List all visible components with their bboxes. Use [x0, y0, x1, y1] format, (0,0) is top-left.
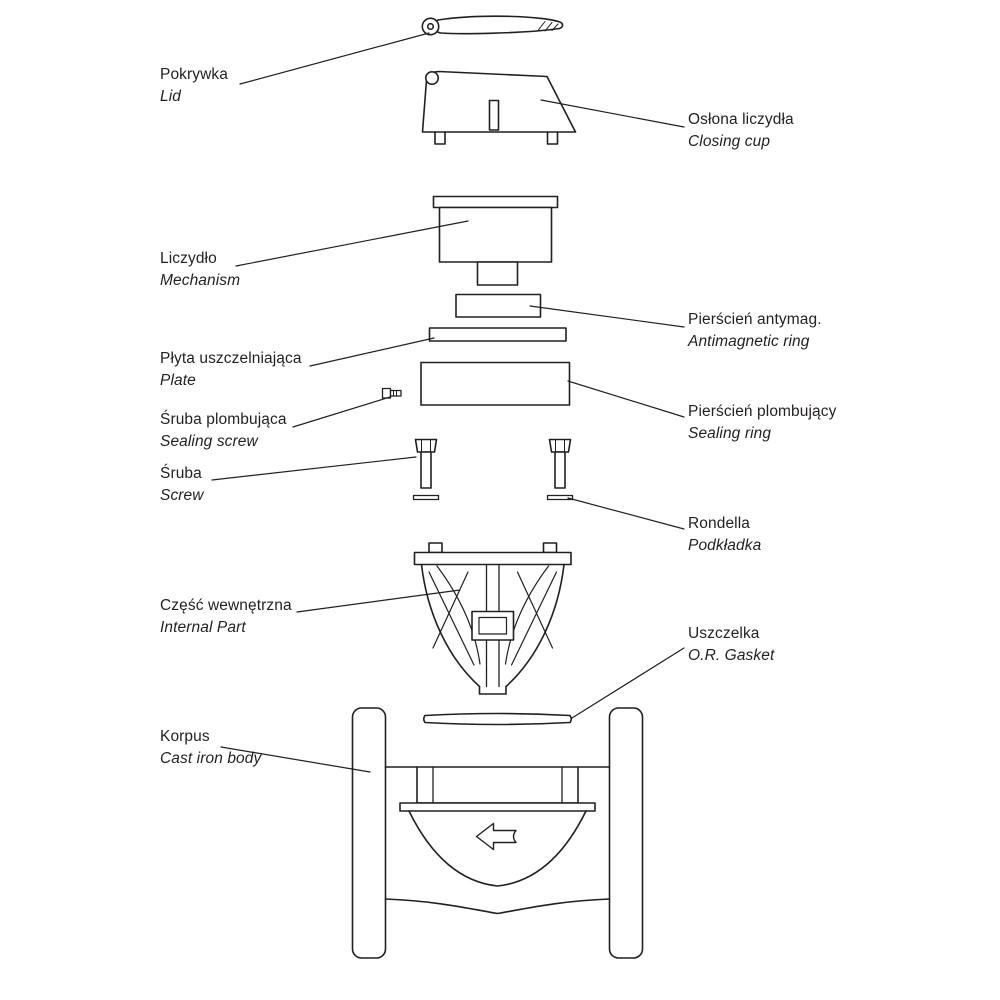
- label-sruba-plombujaca-en: Sealing screw: [160, 433, 258, 450]
- label-plyta-pl: Płyta uszczelniająca: [160, 350, 302, 367]
- label-sruba-plombujaca: Śruba plombująca Sealing screw: [160, 409, 287, 453]
- label-liczydlo-en: Mechanism: [160, 272, 241, 289]
- label-sruba-en: Screw: [160, 487, 204, 504]
- internal-part-icon: [413, 542, 572, 695]
- washer-right-icon: [546, 494, 574, 501]
- leader-lines: [211, 32, 685, 773]
- plate-part-icon: [428, 327, 567, 342]
- label-rondella: Rondella Podkładka: [688, 513, 761, 557]
- label-korpus: Korpus Cast iron body: [160, 726, 261, 770]
- label-sruba-plombujaca-pl: Śruba plombująca: [160, 411, 287, 428]
- label-czesc-wewnetrzna-pl: Część wewnętrzna: [160, 597, 292, 614]
- gasket-part-icon: [422, 712, 573, 726]
- sealing-ring-part-icon: [420, 361, 571, 406]
- label-liczydlo-pl: Liczydło: [160, 250, 217, 267]
- screw-left-icon: [414, 438, 438, 489]
- label-uszczelka-pl: Uszczelka: [688, 625, 760, 642]
- label-antymag-pl: Pierścień antymag.: [688, 311, 822, 328]
- label-uszczelka: Uszczelka O.R. Gasket: [688, 623, 774, 667]
- label-rondella-en: Podkładka: [688, 537, 762, 554]
- label-antymag-en: Antimagnetic ring: [688, 333, 810, 350]
- label-oslona-pl: Osłona liczydła: [688, 111, 794, 128]
- label-korpus-en: Cast iron body: [160, 750, 262, 767]
- label-plyta: Płyta uszczelniająca Plate: [160, 348, 302, 392]
- label-pokrywka-en: Lid: [160, 88, 181, 105]
- label-pokrywka: Pokrywka Lid: [160, 64, 228, 108]
- sealing-screw-part-icon: [381, 387, 402, 399]
- label-czesc-wewnetrzna-en: Internal Part: [160, 619, 246, 636]
- washer-left-icon: [412, 494, 440, 501]
- label-czesc-wewnetrzna: Część wewnętrzna Internal Part: [160, 595, 292, 639]
- body-part-icon: [351, 707, 644, 959]
- label-plombujacy-pl: Pierścień plombujący: [688, 403, 837, 420]
- label-oslona-en: Closing cup: [688, 133, 771, 150]
- screw-right-icon: [548, 438, 572, 489]
- label-plyta-en: Plate: [160, 372, 196, 389]
- antimagnetic-ring-part-icon: [455, 293, 542, 318]
- label-liczydlo: Liczydło Mechanism: [160, 248, 240, 292]
- label-sruba-pl: Śruba: [160, 465, 202, 482]
- label-uszczelka-en: O.R. Gasket: [688, 647, 775, 664]
- label-plombujacy: Pierścień plombujący Sealing ring: [688, 401, 836, 445]
- label-sruba: Śruba Screw: [160, 463, 204, 507]
- label-oslona: Osłona liczydła Closing cup: [688, 109, 794, 153]
- label-pokrywka-pl: Pokrywka: [160, 66, 228, 83]
- mechanism-part-icon: [432, 195, 559, 286]
- label-rondella-pl: Rondella: [688, 515, 750, 532]
- label-korpus-pl: Korpus: [160, 728, 210, 745]
- label-antymag: Pierścień antymag. Antimagnetic ring: [688, 309, 822, 353]
- lid-part-icon: [421, 15, 564, 36]
- closing-cup-part-icon: [421, 70, 577, 145]
- flow-arrow-icon: [475, 822, 517, 851]
- label-plombujacy-en: Sealing ring: [688, 425, 772, 442]
